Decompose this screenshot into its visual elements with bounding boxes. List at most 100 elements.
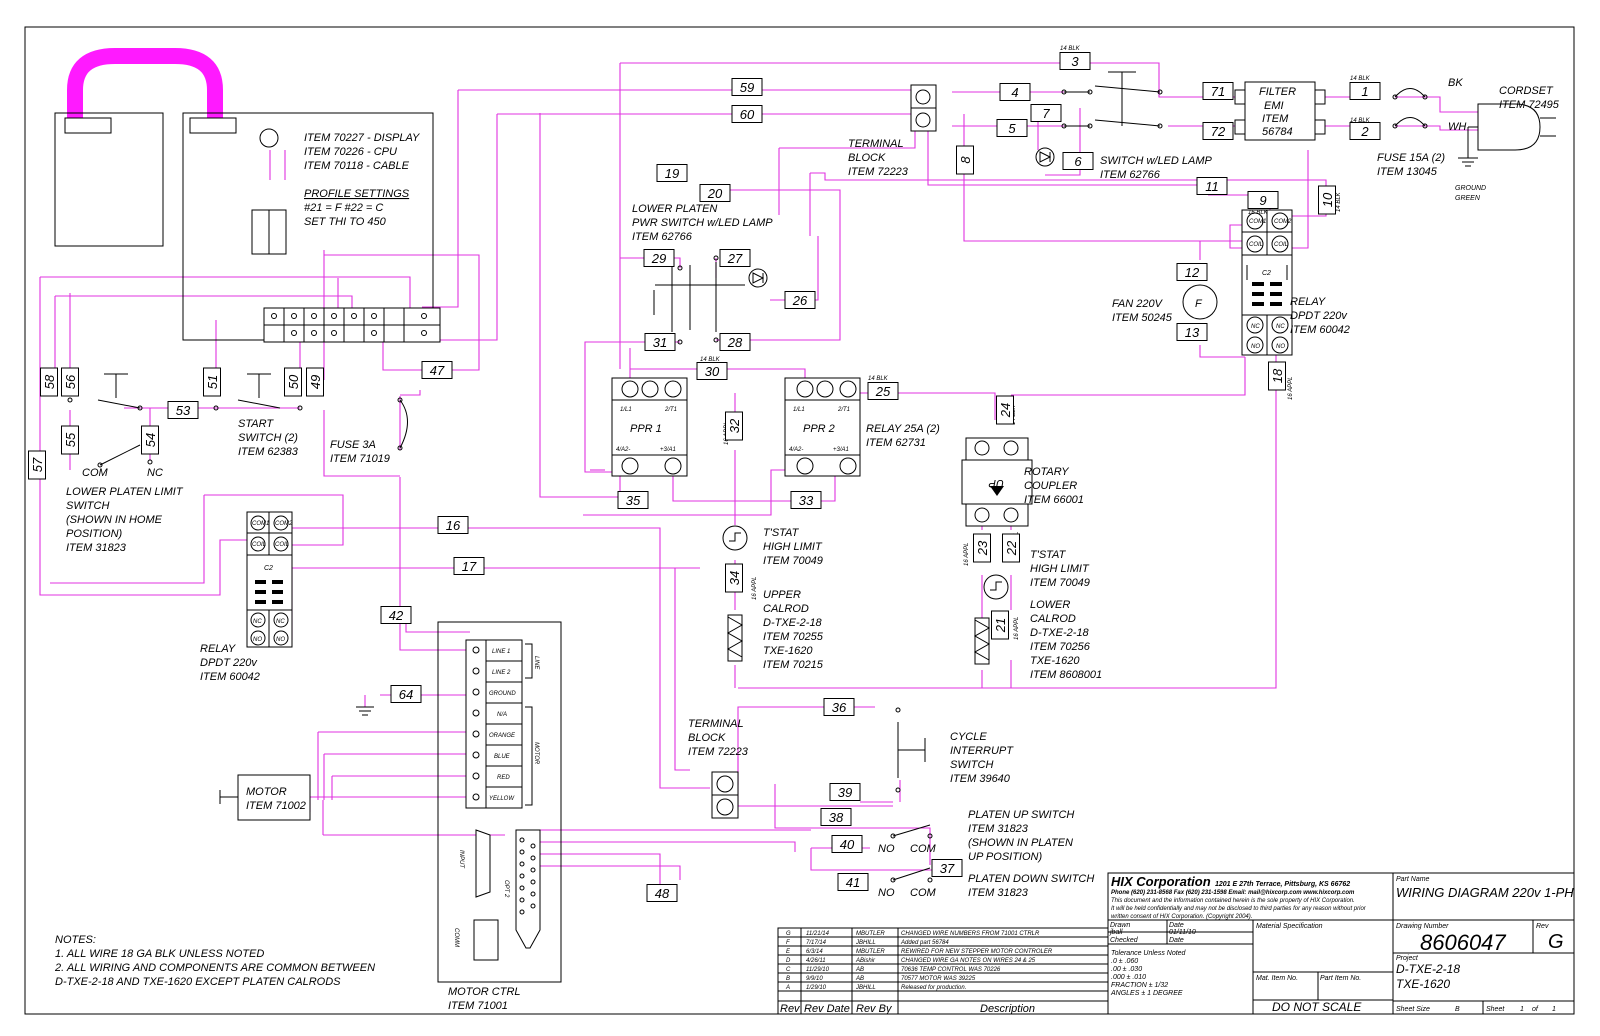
label-line: ITEM 72223 xyxy=(688,746,749,758)
wire-number-tag: 10 xyxy=(1318,185,1336,215)
terminal-block-top: TERMINAL BLOCK ITEM 72223 xyxy=(848,84,937,178)
wire-number-tag: 19 xyxy=(656,164,688,182)
pin-label: NC xyxy=(253,619,262,625)
pin-label: COM1 xyxy=(1249,219,1266,225)
pin-label: COIL xyxy=(1274,242,1288,248)
relay-right: COM1 COM2 COIL COIL NC NC NO NO C2 RELAY… xyxy=(1241,209,1350,356)
label-line: GROUND xyxy=(1455,185,1486,192)
relay-left: COM1 COM2 COIL COIL NC NC NO NO C2 RELAY… xyxy=(200,511,293,683)
lower-platen-pwr-switch: LOWER PLATEN PWR SWITCH w/LED LAMP ITEM … xyxy=(632,203,773,345)
label-line: ROTARY xyxy=(1024,466,1069,478)
revision-date: 6/3/14 xyxy=(806,949,823,955)
no-label: NO xyxy=(878,887,895,899)
wire-number: 21 xyxy=(993,618,1008,633)
wire-number-tag: 4 xyxy=(999,83,1031,101)
label-line: ITEM xyxy=(1262,113,1289,125)
wire-number: 47 xyxy=(430,363,445,378)
pin-label: +3/A1 xyxy=(660,447,676,453)
wire-number-tag: 64 xyxy=(390,685,422,703)
wire-note: 14 BLK xyxy=(1336,191,1342,212)
wire-number-tag: 51 xyxy=(203,367,221,397)
cable-connector-left xyxy=(64,117,112,134)
wire-number-tag: 57 xyxy=(28,450,46,480)
wire-number: 71 xyxy=(1211,84,1225,99)
pin-label: 1/L1 xyxy=(620,407,632,413)
material-label: Material Specification xyxy=(1256,923,1323,930)
label-line: ITEM 70215 xyxy=(763,659,824,671)
wire-number: 51 xyxy=(205,375,220,389)
note-line: NOTES: xyxy=(55,934,96,946)
checked-date-label: Date xyxy=(1169,937,1184,944)
pin-label: NO xyxy=(253,637,262,643)
do-not-scale: DO NOT SCALE xyxy=(1272,1000,1362,1014)
confidential-line: This document and the information contai… xyxy=(1111,898,1355,904)
revision-rev: G xyxy=(786,931,791,937)
revision-by: MBUTLER xyxy=(856,949,885,955)
pin-label: COM2 xyxy=(1274,219,1292,225)
wire-number: 40 xyxy=(840,837,855,852)
company-name: HIX Corporation xyxy=(1111,874,1211,889)
revision-rev: A xyxy=(785,985,790,991)
motor-controller: LINE 1 LINE 2 GROUND N/A ORANGE BLUE RED… xyxy=(437,621,562,1012)
label-line: ITEM 60042 xyxy=(200,671,260,683)
cordset: CORDSET ITEM 72495 GROUND GREEN xyxy=(1455,85,1560,202)
label-line: PLATEN DOWN SWITCH xyxy=(968,873,1094,885)
wire-number-tag: 71 xyxy=(1202,82,1234,100)
label-line: ITEM 31823 xyxy=(968,823,1029,835)
label-line: BLOCK xyxy=(688,732,726,744)
wire-number-tag: 55 xyxy=(61,425,79,455)
input-label: INPUT xyxy=(458,850,464,869)
start-switches: START SWITCH (2) ITEM 62383 xyxy=(67,373,303,458)
project-label: Project xyxy=(1396,955,1419,962)
lower-heater-circuit: T'STAT HIGH LIMIT ITEM 70049 LOWER CALRO… xyxy=(973,549,1102,681)
of-label: of xyxy=(1532,1006,1539,1013)
label-line: FUSE 3A xyxy=(330,439,376,451)
label-line: RELAY xyxy=(200,643,236,655)
c2-label: C2 xyxy=(1262,270,1271,277)
thermocouple-icon xyxy=(259,128,279,148)
wire-number-tag: 40 xyxy=(831,835,863,853)
wire-number-tag: 22 xyxy=(1002,533,1020,563)
pin-label: 4/A2- xyxy=(789,447,803,453)
wire-number: 33 xyxy=(799,493,814,508)
label-line: COUPLER xyxy=(1024,480,1077,492)
motor-term-label: GROUND xyxy=(489,691,516,697)
comm-label: COMM xyxy=(453,928,459,947)
motor-term-label: RED xyxy=(497,775,510,781)
pin-label: NO xyxy=(1276,344,1285,350)
label-line: ITEM 70049 xyxy=(763,555,823,567)
wire-number: 32 xyxy=(727,418,742,433)
revision-by: AB xyxy=(855,967,864,973)
wire-number-tag: 33 xyxy=(790,491,822,509)
motor-term-label: LINE 2 xyxy=(492,670,511,676)
checked-label: Checked xyxy=(1110,937,1139,944)
label-line: (SHOWN IN PLATEN xyxy=(968,837,1073,849)
label-line: ITEM 31823 xyxy=(66,542,127,554)
fan-icon xyxy=(1182,284,1218,320)
label-line: ITEM 71019 xyxy=(330,453,390,465)
label-line: LOWER PLATEN LIMIT xyxy=(66,486,184,498)
sheet-value: 1 xyxy=(1520,1006,1524,1013)
revision-desc: REWIRED FOR NEW STEPPER MOTOR CONTROLER xyxy=(901,949,1053,955)
wire-number: 3 xyxy=(1071,54,1079,69)
note-line: 1. ALL WIRE 18 GA BLK UNLESS NOTED xyxy=(55,948,264,960)
label-line: TXE-1620 xyxy=(1030,655,1080,667)
wire-number: 23 xyxy=(975,540,990,556)
comm-port xyxy=(473,919,499,961)
fan-f-label: F xyxy=(1195,298,1203,310)
label-line: PWR SWITCH w/LED LAMP xyxy=(632,217,773,229)
label-line: UPPER xyxy=(763,589,801,601)
wire-number-tag: 54 xyxy=(141,425,159,455)
ppr2-label: PPR 2 xyxy=(803,423,835,435)
ppr1-label: PPR 1 xyxy=(630,423,662,435)
wire-number-tag: 30 xyxy=(696,362,728,380)
label-line: CALROD xyxy=(763,603,809,615)
motor-term-label: LINE 1 xyxy=(492,649,510,655)
c2-label: C2 xyxy=(264,565,273,572)
wire-number-tag: 23 xyxy=(973,533,991,563)
wire-number: 4 xyxy=(1011,85,1018,100)
revision-desc: CHANGED WIRE NUMBERS FROM 71001 CTRLR xyxy=(901,931,1040,937)
confidential-line: It will be held confidentially and may n… xyxy=(1111,906,1367,912)
pin-label: NC xyxy=(1251,324,1260,330)
